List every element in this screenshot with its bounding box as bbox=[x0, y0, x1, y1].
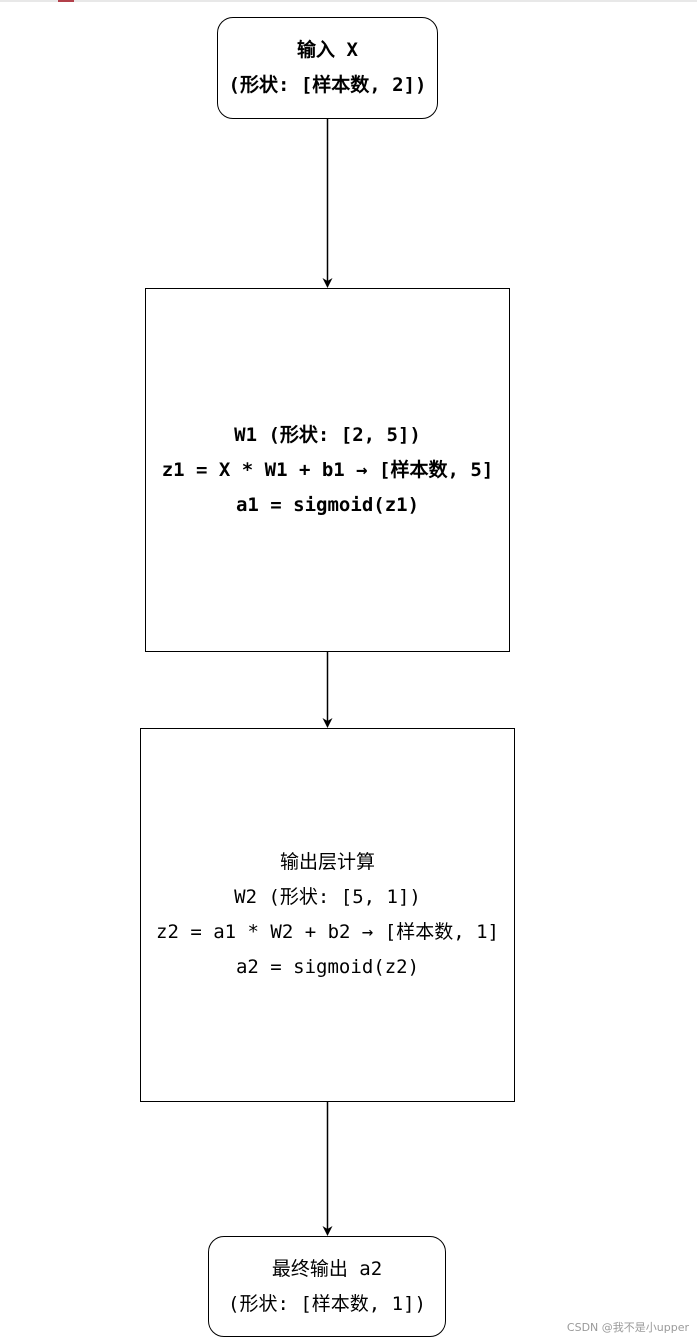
output-weight-label: W2 (形状: [5, 1]) bbox=[234, 886, 421, 908]
output-layer-title: 输出层计算 bbox=[279, 851, 375, 873]
input-node-shape: (形状: [样本数, 2]) bbox=[228, 74, 427, 96]
output-z-formula: z2 = a1 * W2 + b2 → [样本数, 1] bbox=[156, 921, 499, 943]
final-output-title: 最终输出 a2 bbox=[271, 1257, 383, 1280]
top-accent-mark bbox=[58, 0, 74, 2]
hidden-weight-label: W1 (形状: [2, 5]) bbox=[234, 423, 421, 446]
input-node: 输入 X (形状: [样本数, 2]) bbox=[217, 17, 438, 119]
hidden-layer-node: W1 (形状: [2, 5]) z1 = X * W1 + b1 → [样本数,… bbox=[145, 288, 510, 652]
hidden-activation-formula: a1 = sigmoid(z1) bbox=[235, 493, 420, 516]
watermark-text: CSDN @我不是小upper bbox=[566, 1321, 689, 1334]
output-activation-formula: a2 = sigmoid(z2) bbox=[235, 956, 420, 978]
hidden-z-formula: z1 = X * W1 + b1 → [样本数, 5] bbox=[161, 458, 494, 481]
output-layer-node: 输出层计算 W2 (形状: [5, 1]) z2 = a1 * W2 + b2 … bbox=[140, 728, 515, 1102]
top-border bbox=[0, 0, 697, 2]
final-output-node: 最终输出 a2 (形状: [样本数, 1]) bbox=[208, 1236, 446, 1337]
input-node-title: 输入 X bbox=[297, 39, 358, 61]
final-output-shape: (形状: [样本数, 1]) bbox=[228, 1292, 426, 1315]
